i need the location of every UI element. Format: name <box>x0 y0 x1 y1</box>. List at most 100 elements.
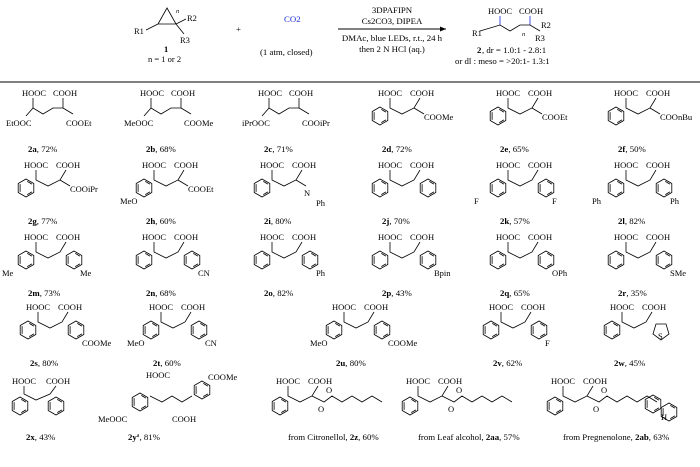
caption-separator: , <box>391 144 395 154</box>
right-substituent: COOiPr <box>302 118 330 128</box>
product-2-structure: HOOC COOH R1 R2 R3 n <box>472 6 551 43</box>
caption-separator: , <box>37 144 41 154</box>
product-caption: 2q, 65% <box>500 288 531 298</box>
yield-value: 60% <box>363 432 380 442</box>
left-substituent: EtOOC <box>6 118 32 128</box>
cooh-label: COOH <box>174 160 198 170</box>
r1-label: R1 <box>134 26 144 36</box>
caption-separator: , <box>273 288 277 298</box>
right-substituent: Bpin <box>434 268 451 278</box>
hooc-label: HOOC <box>406 376 430 386</box>
right-substituent: COOMe <box>208 372 238 382</box>
caption-separator: , <box>626 288 630 298</box>
right-substituent: COOnBu <box>660 112 693 122</box>
benzene-ring <box>17 250 35 270</box>
ester-oxygen-label: O <box>456 385 462 395</box>
benzene-ring <box>537 178 555 198</box>
hooc-label: HOOC <box>260 160 284 170</box>
left-substituent: Ph <box>592 196 602 206</box>
caption-separator: , <box>509 288 513 298</box>
compound-id: 2e <box>500 144 508 154</box>
yield-value: 71% <box>277 144 294 154</box>
caption-separator: , <box>271 216 275 226</box>
reactant-1-structure: R1 R2 R3 n 1 n = 1 or 2 <box>134 7 197 64</box>
yield-value: 68% <box>160 144 177 154</box>
product-caption: 2d, 72% <box>382 144 413 154</box>
right-substituent: COOEt <box>188 184 214 194</box>
compound-id: 2w <box>614 358 625 368</box>
amide-nitrogen-label: N <box>304 188 310 198</box>
product-caption: 2s, 80% <box>30 358 59 368</box>
caption-separator: , <box>625 216 629 226</box>
product-note-dlmeso: or dl : meso = >20:1- 1.3:1 <box>455 56 550 66</box>
right-substituent: COOiPr <box>70 184 98 194</box>
benzene-ring <box>183 250 201 270</box>
h-label: H <box>661 412 667 422</box>
left-substituent: MeO <box>310 338 327 348</box>
right-substituent: COOEt <box>542 112 568 122</box>
yield-value: 73% <box>44 288 61 298</box>
benzene-ring <box>530 320 548 340</box>
right-substituent: OPh <box>552 268 568 278</box>
hooc-label: HOOC <box>489 302 513 312</box>
benzene-ring <box>131 392 149 412</box>
benzene-ring <box>135 178 153 198</box>
caption-separator: , <box>358 432 362 442</box>
compound-id: 2b <box>146 144 155 154</box>
product-caption: 2j, 70% <box>382 216 411 226</box>
left-substituent: MeO <box>127 338 144 348</box>
caption-separator: , <box>502 358 506 368</box>
product-caption: 2v, 62% <box>493 358 523 368</box>
yield-value: 50% <box>630 144 647 154</box>
product-caption: 2o, 82% <box>264 288 294 298</box>
right-substituent: Ph <box>316 198 326 208</box>
compound-id: 2k <box>500 216 509 226</box>
product-hooc: HOOC <box>488 6 512 16</box>
right-substituent: CN <box>205 338 217 348</box>
benzene-ring <box>17 178 35 198</box>
left-substituent: F <box>474 196 479 206</box>
reactant-note: n = 1 or 2 <box>148 54 181 64</box>
benzene-ring <box>655 250 673 270</box>
caption-separator: , <box>649 432 653 442</box>
cooh-label: COOH <box>308 376 332 386</box>
co2-note: (1 atm, closed) <box>260 47 313 57</box>
hooc-label: HOOC <box>614 160 638 170</box>
hooc-label: HOOC <box>258 88 282 98</box>
product-caption: 2g, 77% <box>28 216 58 226</box>
hooc-label: HOOC <box>551 376 575 386</box>
yield-value: 70% <box>394 216 411 226</box>
source-text: from Leaf alcohol, <box>418 432 486 442</box>
compound-id: 2t <box>153 358 160 368</box>
yield-value: 77% <box>41 216 58 226</box>
yield-value: 35% <box>631 288 648 298</box>
caption-separator: , <box>40 288 44 298</box>
cooh-label: COOH <box>58 302 82 312</box>
product-caption: 2m, 73% <box>28 288 61 298</box>
product-caption: 2r, 35% <box>618 288 648 298</box>
cooh-label: COOH <box>53 88 77 98</box>
benzene-ring <box>655 178 673 198</box>
benzene-ring <box>135 250 153 270</box>
benzene-ring <box>193 380 211 400</box>
compound-id: 2s <box>30 358 38 368</box>
caption-separator: , <box>160 358 164 368</box>
benzene-ring <box>142 320 160 340</box>
caption-separator: , <box>272 144 276 154</box>
yield-value: 43% <box>39 432 56 442</box>
right-substituent: F <box>545 338 550 348</box>
benzene-ring <box>489 250 507 270</box>
benzene-ring <box>325 320 343 340</box>
product-caption: 2k, 57% <box>500 216 531 226</box>
yield-value: 57% <box>514 216 531 226</box>
